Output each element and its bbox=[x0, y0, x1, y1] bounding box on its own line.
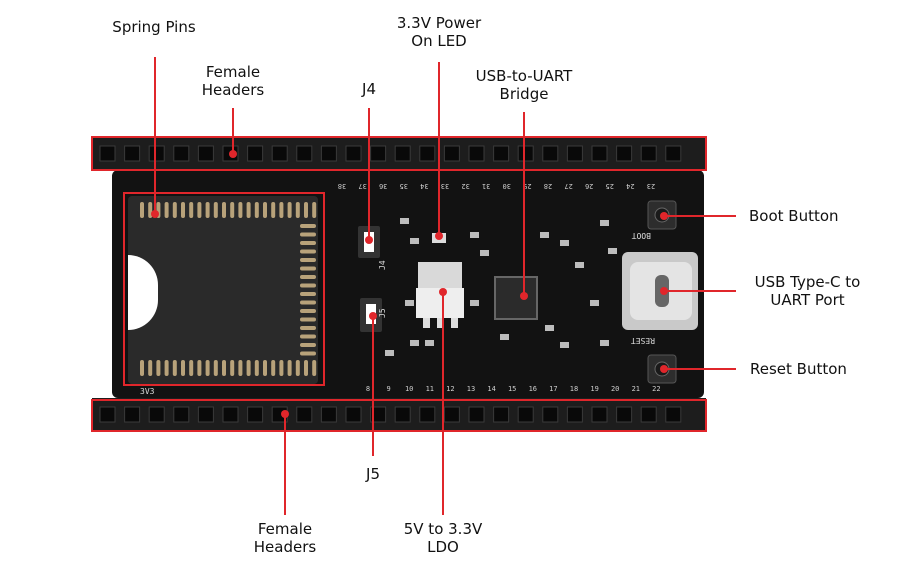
smd-components bbox=[385, 218, 617, 356]
silk-pin-top-34: 34 bbox=[420, 182, 428, 190]
silk-pin-bottom-8: 8 bbox=[366, 385, 370, 393]
silk-pin-top-38: 38 bbox=[338, 182, 346, 190]
silk-pin-top-25: 25 bbox=[606, 182, 614, 190]
silk-pin-bottom-17: 17 bbox=[549, 385, 557, 393]
silk-pin-bottom-12: 12 bbox=[446, 385, 454, 393]
silk-pin-bottom-16: 16 bbox=[529, 385, 537, 393]
silk-pin-numbers-top: 38 37 36 35 34 33 32 31 30 29 28 27 26 25 24 23 bbox=[338, 182, 655, 190]
silk-pin-top-35: 35 bbox=[400, 182, 408, 190]
callout-dots bbox=[151, 150, 668, 418]
bottom-female-header bbox=[92, 398, 706, 431]
silk-pin-bottom-18: 18 bbox=[570, 385, 578, 393]
silk-3v3: 3V3 bbox=[140, 387, 155, 396]
silk-pin-bottom-21: 21 bbox=[632, 385, 640, 393]
silk-j4: J4 bbox=[378, 260, 387, 270]
label-female-headers-bottom: Female Headers bbox=[253, 520, 317, 556]
module-pad bbox=[128, 196, 318, 384]
silk-pin-bottom-11: 11 bbox=[426, 385, 434, 393]
label-boot-button: Boot Button bbox=[749, 207, 839, 225]
label-female-headers-top: Female Headers bbox=[201, 63, 265, 99]
silk-pin-top-36: 36 bbox=[379, 182, 387, 190]
highlight-bottom-header bbox=[91, 399, 707, 432]
silk-pin-bottom-19: 19 bbox=[590, 385, 598, 393]
silk-pin-bottom-15: 15 bbox=[508, 385, 516, 393]
silk-pin-top-37: 37 bbox=[358, 182, 366, 190]
silk-pin-top-28: 28 bbox=[544, 182, 552, 190]
silk-pin-bottom-14: 14 bbox=[487, 385, 495, 393]
module-notch bbox=[128, 255, 158, 330]
ldo-regulator bbox=[416, 262, 464, 328]
label-spring-pins: Spring Pins bbox=[112, 18, 196, 36]
label-usb-typec: USB Type-C to UART Port bbox=[754, 273, 861, 309]
silk-pin-top-24: 24 bbox=[626, 182, 634, 190]
label-j4: J4 bbox=[362, 80, 376, 98]
silk-pin-top-27: 27 bbox=[564, 182, 572, 190]
highlight-top-header bbox=[91, 136, 707, 171]
silk-pin-bottom-9: 9 bbox=[386, 385, 390, 393]
silk-pin-top-23: 23 bbox=[647, 182, 655, 190]
top-female-header bbox=[92, 137, 706, 170]
label-power-led: 3.3V Power On LED bbox=[396, 14, 482, 50]
silk-pin-numbers-bottom: 8 9 10 11 12 13 14 15 16 17 18 19 20 21 22 bbox=[366, 385, 661, 393]
spring-pins-right bbox=[300, 224, 316, 356]
silk-pin-bottom-10: 10 bbox=[405, 385, 413, 393]
silk-pin-bottom-13: 13 bbox=[467, 385, 475, 393]
silk-j5: J5 bbox=[378, 308, 387, 318]
silk-pin-top-29: 29 bbox=[523, 182, 531, 190]
silk-pin-top-33: 33 bbox=[441, 182, 449, 190]
silk-reset: RESET bbox=[631, 336, 655, 345]
spring-pins-bottom bbox=[140, 360, 317, 376]
usb-uart-chip bbox=[494, 276, 538, 320]
silk-pin-bottom-20: 20 bbox=[611, 385, 619, 393]
label-ldo: 5V to 3.3V LDO bbox=[403, 520, 483, 556]
spring-pins-top bbox=[140, 202, 317, 218]
silk-boot: BOOT bbox=[632, 231, 651, 240]
label-j5: J5 bbox=[366, 465, 380, 483]
silk-pin-top-32: 32 bbox=[461, 182, 469, 190]
highlight-spring-pins bbox=[123, 192, 325, 386]
label-reset-button: Reset Button bbox=[750, 360, 847, 378]
silk-pin-top-30: 30 bbox=[503, 182, 511, 190]
silk-pin-top-26: 26 bbox=[585, 182, 593, 190]
silk-pin-bottom-22: 22 bbox=[652, 385, 660, 393]
callout-lines bbox=[154, 57, 736, 515]
silk-pin-top-31: 31 bbox=[482, 182, 490, 190]
label-usb-uart-bridge: USB-to-UART Bridge bbox=[475, 67, 573, 103]
